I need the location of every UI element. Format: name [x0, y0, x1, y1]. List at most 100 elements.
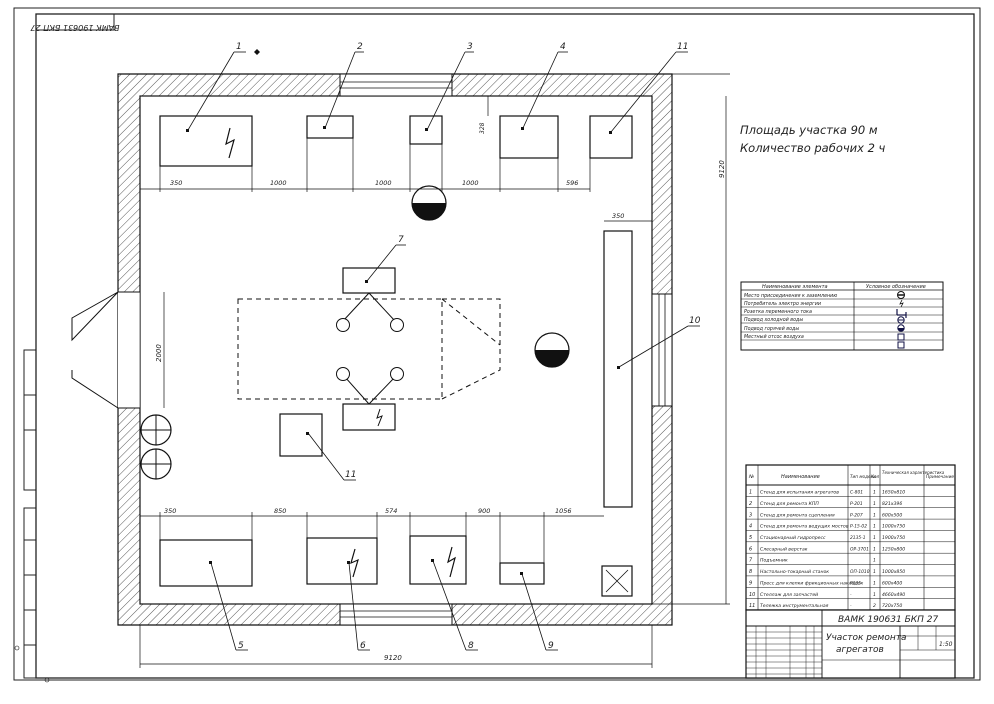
eq-row-6-col-1: 6: [749, 546, 752, 552]
eq-row-7-col-1: 7: [749, 558, 753, 564]
eq-row-8-col-4: 1: [873, 569, 876, 575]
callout-3: 3: [467, 42, 473, 52]
gate-leaf-bottom: [71, 370, 119, 409]
equipment-1-test-stand: [159, 115, 253, 167]
eq-row-5-col-1: 5: [749, 535, 752, 541]
equipment-7-lift-top: [342, 267, 396, 294]
legend-row-1: Место присоединения к заземлению: [744, 293, 837, 299]
fire-extinguisher-icon: [140, 414, 172, 480]
wash-basin-icon: [411, 185, 447, 221]
callout-4: 4: [560, 42, 566, 52]
dim-bottom-2: 850: [274, 507, 286, 515]
eq-row-6-col-3: ОР-3701: [850, 546, 869, 552]
equipment-11-tool-cart: [279, 413, 323, 457]
eq-row-3-col-3: Р-207: [850, 512, 863, 518]
eq-row-10-col-3: -: [850, 593, 852, 598]
equipment-table: № Наименование Тип модели Кол Техническа…: [745, 464, 956, 611]
eq-row-5-col-5: 1900х750: [882, 535, 905, 541]
legend-row-4: Подвод холодной воды: [744, 317, 803, 323]
eq-row-1-col-4: 1: [873, 490, 876, 496]
eq-row-4-col-4: 1: [873, 524, 876, 530]
gate-opening: [118, 292, 140, 408]
eq-row-1-col-3: С-801: [850, 490, 863, 496]
dim-total-height: 9120: [718, 160, 726, 178]
dim-top-5: 596: [566, 179, 578, 187]
dim-bottom-3: 574: [385, 507, 397, 515]
legend-row-6: Местный отсос воздуха: [744, 334, 804, 340]
title-name-2: агрегатов: [836, 645, 884, 655]
callout-labels: 1 2 3 4 11 7 10 11 5 6 8 9: [236, 42, 701, 651]
eq-row-8-col-5: 1000х850: [882, 569, 905, 575]
lightning-icon: [350, 548, 359, 578]
eq-row-9-col-3: Р335: [850, 580, 861, 586]
callout-11-top: 11: [677, 42, 688, 52]
eq-row-1-col-2: Стенд для испытания агрегатов: [760, 490, 839, 496]
dim-total-width: 9120: [384, 654, 402, 662]
callouts: [187, 51, 700, 651]
air-exhaust-icon: [897, 333, 905, 349]
equipment-7-lift-bottom: [342, 403, 396, 431]
dim-top-4: 1000: [462, 179, 479, 187]
bottom-window: [339, 603, 453, 626]
lightning-icon: [447, 546, 456, 578]
eq-row-8-col-1: 8: [749, 569, 752, 575]
eq-row-2-col-2: Стенд для ремонта КПП: [760, 501, 819, 507]
eq-row-4-col-3: Р-15-02: [850, 524, 867, 530]
hot-water-icon: [897, 324, 905, 332]
eq-row-4-col-5: 1000х750: [882, 524, 905, 530]
dim-door-height: 2000: [155, 344, 163, 362]
eq-header-type: Тип модели: [850, 474, 876, 479]
cold-water-icon: [897, 316, 905, 324]
eq-row-6-col-2: Слесарный верстак: [760, 546, 808, 552]
dim-small-vertical: 328: [479, 122, 486, 134]
eq-row-1-col-5: 1650х810: [882, 490, 905, 496]
eq-row-11-col-1: 11: [749, 603, 755, 609]
dim-bottom-4: 900: [478, 507, 490, 515]
eq-row-2-col-1: 2: [749, 501, 752, 507]
workers-line: Количество рабочих 2 ч: [740, 141, 886, 155]
callout-8: 8: [468, 641, 474, 651]
legend-table: Наименование элемента Условное обозначен…: [740, 281, 944, 351]
eq-row-6-col-5: 1250х800: [882, 546, 905, 552]
equipment: [140, 115, 633, 597]
walls: [71, 73, 673, 626]
eq-row-9-col-5: 600х400: [882, 580, 902, 586]
eq-row-3-col-4: 1: [873, 512, 876, 518]
callout-11: 11: [345, 470, 356, 480]
eq-row-3-col-5: 600х500: [882, 512, 902, 518]
legend-header-name: Наименование элемента: [762, 284, 828, 290]
eq-row-11-col-5: 720х750: [882, 603, 902, 609]
eq-row-11-col-2: Тележка инструментальная: [760, 603, 829, 609]
eq-row-8-col-2: Настольно-токарный станок: [760, 569, 829, 575]
ground-connection-icon: [897, 291, 905, 299]
top-window: [339, 73, 453, 97]
eq-row-4-col-1: 4: [749, 524, 752, 530]
eq-row-7-col-4: 1: [873, 558, 876, 564]
callout-1: 1: [236, 42, 242, 52]
eq-row-10-col-1: 10: [749, 592, 755, 598]
callout-6: 6: [360, 641, 366, 651]
eq-header-spec: Техническая характеристика: [882, 470, 945, 475]
dim-bottom-5: 1056: [555, 507, 572, 515]
eq-row-7-col-2: Подъемник: [760, 558, 788, 564]
title-code: ВАМК 190631 БКП 27: [838, 615, 938, 625]
equipment-4-axle-stand: [499, 115, 559, 159]
vehicle-outline: [237, 298, 501, 400]
eq-row-4-col-2: Стенд для ремонта ведущих мостов: [760, 524, 849, 530]
dim-top-2: 1000: [270, 179, 287, 187]
eq-row-10-col-2: Стеллаж для запчастей: [760, 592, 818, 598]
eq-row-3-col-1: 3: [749, 512, 752, 518]
lightning-icon: [899, 299, 904, 308]
callout-9: 9: [548, 641, 554, 651]
drawing-inner-frame: [35, 13, 975, 679]
title-block: ВАМК 190631 БКП 27 Участок ремонта агрег…: [745, 609, 956, 679]
eq-row-5-col-3: 2135-1: [850, 535, 866, 541]
origin-mark: [254, 49, 260, 55]
eq-header-note: Примечание: [926, 474, 954, 480]
callout-5: 5: [238, 641, 244, 651]
eq-row-5-col-4: 1: [873, 535, 876, 541]
eq-row-10-col-5: 4660х490: [882, 592, 905, 598]
equipment-5-hydraulic-press: [159, 539, 253, 587]
area-note: Площадь участка 90 м Количество рабочих …: [740, 123, 886, 155]
eq-row-5-col-2: Стационарный гидропресс: [760, 535, 826, 541]
